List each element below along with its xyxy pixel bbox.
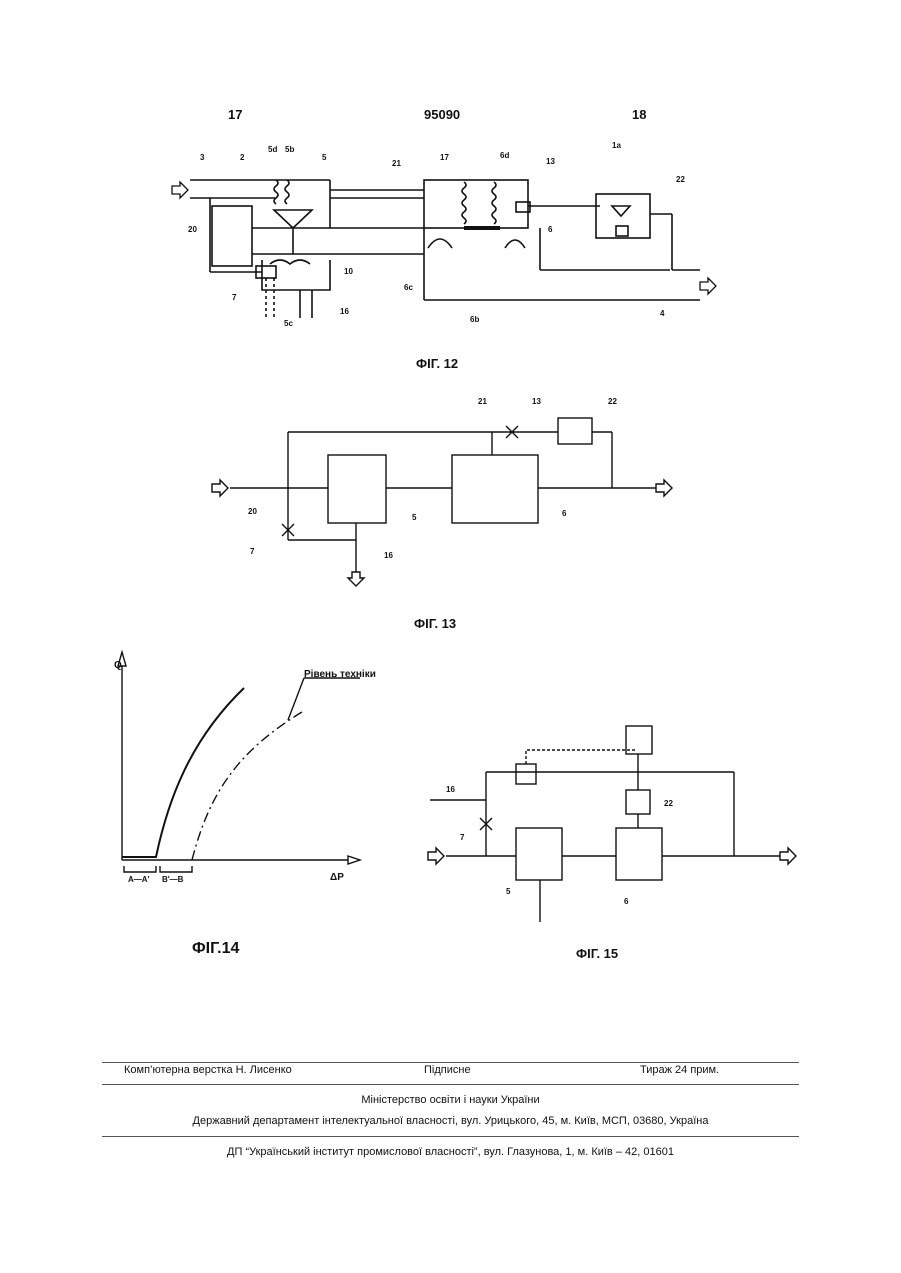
footer-rule-middle [102,1084,799,1085]
fig15-label-7: 7 [460,833,465,842]
figure-15-diagram: 16 22 7 5 6 [0,0,901,960]
fig15-label-16: 16 [446,785,455,794]
layout-credit: Комп’ютерна верстка Н. Лисенко [124,1064,292,1076]
fig15-label-5: 5 [506,887,511,896]
circulation-label: Тираж 24 прим. [640,1064,719,1076]
department-address: Державний департамент інтелектуальної вл… [0,1115,901,1127]
fig15-label-6: 6 [624,897,629,906]
figure-15-caption: ФІГ. 15 [576,946,618,961]
fig15-label-22: 22 [664,799,673,808]
footer-rule-bottom [102,1136,799,1137]
footer-rule-top [102,1062,799,1063]
signed-label: Підписне [424,1064,471,1076]
ministry-name: Міністерство освіти і науки України [0,1094,901,1106]
institute-address: ДП “Український інститут промислової вла… [0,1146,901,1158]
